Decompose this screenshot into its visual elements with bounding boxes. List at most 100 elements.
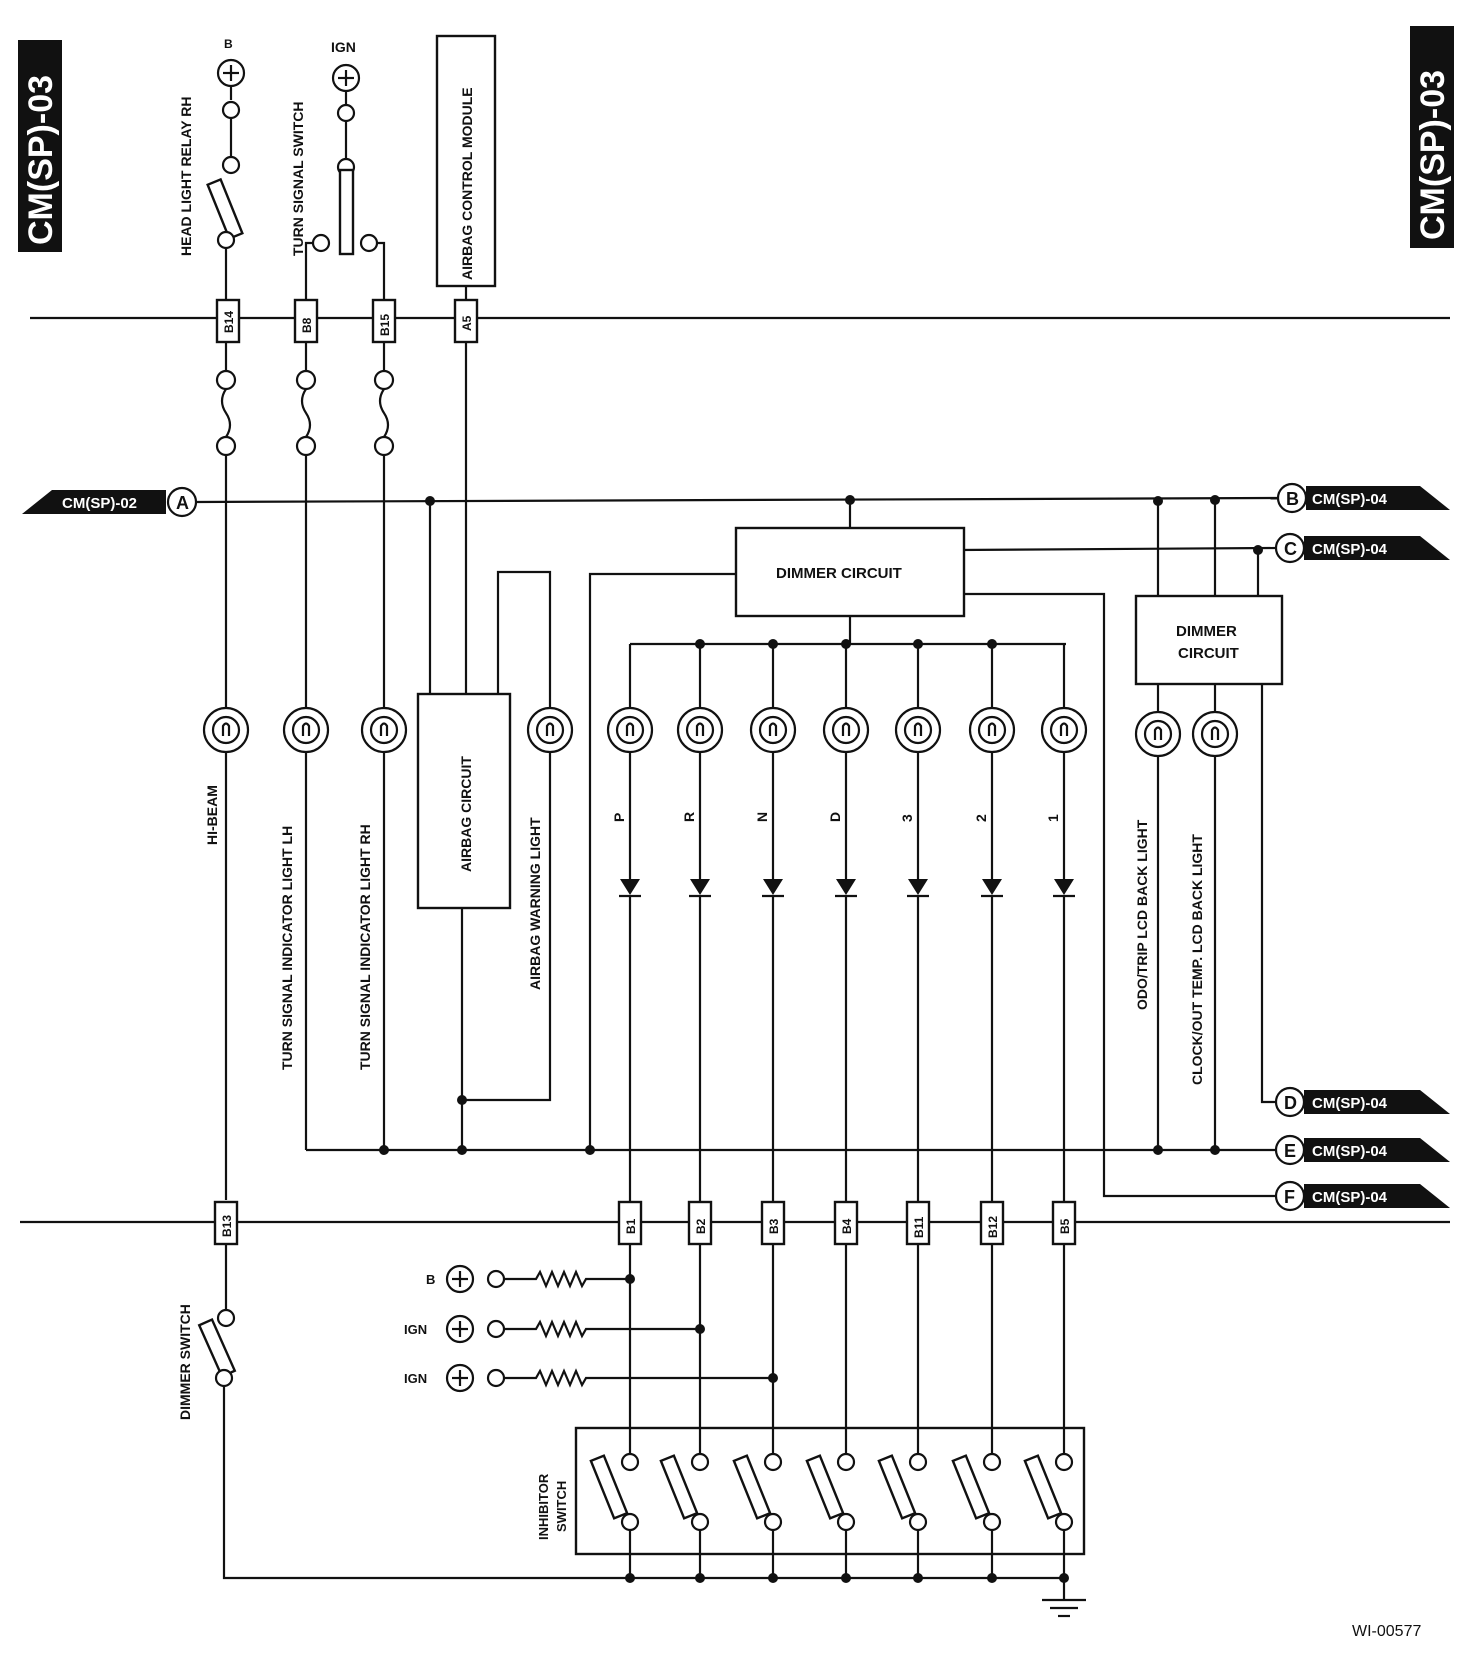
svg-text:IGN: IGN [404, 1371, 427, 1386]
svg-text:DIMMER: DIMMER [1176, 623, 1237, 640]
svg-text:CM(SP)-04: CM(SP)-04 [1312, 1189, 1388, 1206]
connectors-top: B14 B8 B15 A5 [215, 298, 479, 344]
gear-3-lamp-icon [894, 706, 942, 754]
supplies: B IGN IGN [404, 1264, 778, 1393]
turn-rh-lamp-icon [360, 706, 408, 754]
clock-label: CLOCK/OUT TEMP. LCD BACK LIGHT [1189, 834, 1205, 1085]
gear-label: 1 [1045, 814, 1061, 822]
svg-text:E: E [1284, 1141, 1296, 1161]
battery-plus-icon [216, 58, 246, 88]
svg-text:AIRBAG CIRCUIT: AIRBAG CIRCUIT [458, 756, 474, 872]
svg-text:B11: B11 [912, 1216, 926, 1238]
airbag-circuit: AIRBAG CIRCUIT AIRBAG WARNING LIGHT [416, 342, 574, 1155]
hi-beam-lamp-icon [202, 706, 250, 754]
ign-plus-icon [331, 63, 361, 93]
svg-text:B12: B12 [986, 1216, 1000, 1238]
wire-a-b [195, 496, 1279, 504]
gear-label: P [611, 813, 627, 822]
gear-d-lamp-icon [822, 706, 870, 754]
fuses [215, 342, 395, 457]
svg-text:D: D [1284, 1093, 1297, 1113]
airbag-warning-label: AIRBAG WARNING LIGHT [527, 817, 543, 990]
svg-text:IGN: IGN [331, 39, 356, 55]
gear-1-lamp-icon [1040, 706, 1088, 754]
dimmer-circuit-2: DIMMER CIRCUIT ODO/TRIP LCD BACK LIGHT C… [1134, 495, 1284, 1155]
svg-text:CM(SP)-04: CM(SP)-04 [1312, 491, 1388, 508]
wire-c [957, 546, 1277, 552]
airbag-control-module: AIRBAG CONTROL MODULE [435, 34, 497, 306]
svg-text:A5: A5 [460, 315, 474, 331]
svg-text:IGN: IGN [404, 1322, 427, 1337]
svg-text:B1: B1 [624, 1218, 638, 1234]
gear-label: 2 [973, 814, 989, 822]
svg-text:B8: B8 [300, 317, 314, 333]
ref-f: F CM(SP)-04 [1274, 1180, 1450, 1212]
page-tag-left: CM(SP)-03 [18, 40, 62, 252]
airbag-warning-lamp-icon [526, 706, 574, 754]
diode-icon [687, 877, 713, 898]
gear-label: D [827, 812, 843, 822]
turn-signal-switch-label: TURN SIGNAL SWITCH [290, 101, 306, 256]
diode-icon [833, 877, 859, 898]
ref-b: B CM(SP)-04 [1276, 482, 1450, 514]
svg-text:CM(SP)-03: CM(SP)-03 [1414, 70, 1452, 240]
svg-text:B14: B14 [222, 311, 236, 333]
dimmer-switch-label: DIMMER SWITCH [177, 1304, 193, 1420]
svg-text:DIMMER CIRCUIT: DIMMER CIRCUIT [776, 565, 902, 582]
svg-text:CM(SP)-04: CM(SP)-04 [1312, 541, 1388, 558]
svg-text:C: C [1284, 539, 1297, 559]
odo-label: ODO/TRIP LCD BACK LIGHT [1134, 819, 1150, 1010]
svg-text:CM(SP)-04: CM(SP)-04 [1312, 1143, 1388, 1160]
svg-text:CIRCUIT: CIRCUIT [1178, 645, 1239, 662]
head-light-relay: B HEAD LIGHT RELAY RH [178, 37, 246, 306]
gear-2-lamp-icon [968, 706, 1016, 754]
ref-e: E CM(SP)-04 [1274, 1134, 1450, 1166]
svg-text:B4: B4 [840, 1218, 854, 1234]
diode-icon [905, 877, 931, 898]
turn-lh-circuit: TURN SIGNAL INDICATOR LIGHT LH [279, 455, 330, 1150]
page-tag-right: CM(SP)-03 [1410, 26, 1454, 248]
turn-lh-label: TURN SIGNAL INDICATOR LIGHT LH [279, 826, 295, 1070]
svg-text:B5: B5 [1058, 1218, 1072, 1234]
odo-lamp-icon [1134, 710, 1182, 758]
svg-text:B15: B15 [378, 314, 392, 336]
connector-b13: B13 [213, 1200, 239, 1246]
inhibitor-switch: INHIBITOR SWITCH [536, 1426, 1086, 1583]
ref-d: D CM(SP)-04 [1274, 1086, 1450, 1118]
svg-text:A: A [176, 493, 189, 513]
svg-text:CM(SP)-02: CM(SP)-02 [62, 495, 137, 512]
turn-rh-circuit: TURN SIGNAL INDICATOR LIGHT RH [357, 455, 408, 1155]
svg-text:B: B [224, 37, 233, 51]
turn-rh-label: TURN SIGNAL INDICATOR LIGHT RH [357, 824, 373, 1070]
ref-a: CM(SP)-02 A [22, 486, 198, 518]
svg-text:B13: B13 [220, 1215, 234, 1237]
svg-text:INHIBITOR: INHIBITOR [536, 1473, 551, 1540]
gear-n-lamp-icon [749, 706, 797, 754]
figure-id: WI-00577 [1352, 1623, 1421, 1640]
gear-label: 3 [899, 814, 915, 822]
svg-text:F: F [1284, 1187, 1295, 1207]
diode-icon [760, 877, 786, 898]
diode-icon [617, 877, 643, 898]
svg-text:CM(SP)-03: CM(SP)-03 [22, 75, 60, 245]
connector-b14 [215, 298, 241, 344]
svg-text:B3: B3 [767, 1218, 781, 1234]
svg-text:SWITCH: SWITCH [554, 1481, 569, 1532]
gear-r-lamp-icon [676, 706, 724, 754]
svg-text:CM(SP)-04: CM(SP)-04 [1312, 1095, 1388, 1112]
svg-text:B: B [426, 1272, 435, 1287]
diode-icon [979, 877, 1005, 898]
gear-label: N [754, 812, 770, 822]
diode-icon [1051, 877, 1077, 898]
svg-text:AIRBAG CONTROL MODULE: AIRBAG CONTROL MODULE [459, 87, 475, 280]
ref-c: C CM(SP)-04 [1274, 532, 1450, 564]
gear-label: R [681, 812, 697, 822]
head-light-relay-label: HEAD LIGHT RELAY RH [178, 97, 194, 256]
turn-signal-switch: IGN TURN SIGNAL SWITCH [290, 39, 386, 306]
gear-p-lamp-icon [606, 706, 654, 754]
clock-lamp-icon [1191, 710, 1239, 758]
hi-beam-label: HI-BEAM [204, 785, 220, 845]
dimmer-switch: DIMMER SWITCH [177, 1244, 1064, 1580]
